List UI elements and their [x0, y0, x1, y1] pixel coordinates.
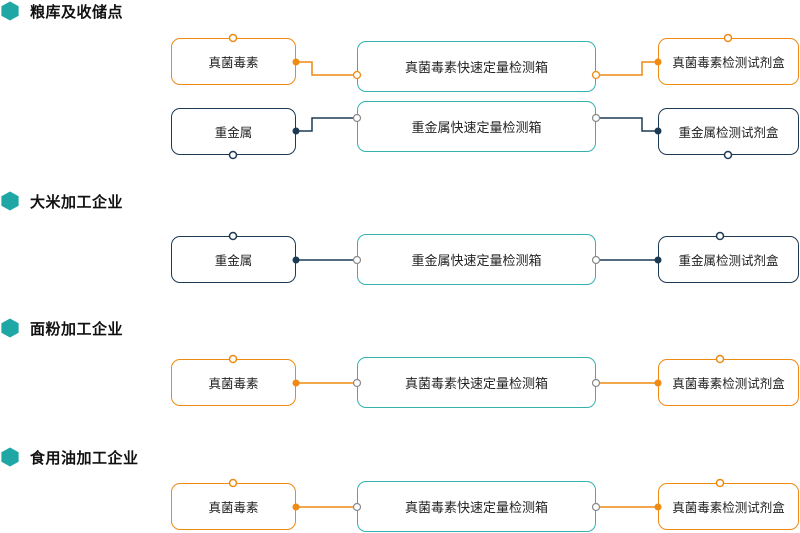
detection-box: 真菌毒素快速定量检测箱	[357, 41, 596, 92]
connector-line	[296, 117, 357, 132]
section-title-3: 食用油加工企业	[0, 446, 139, 468]
hazard-box: 重金属	[171, 236, 296, 283]
detection-box: 真菌毒素快速定量检测箱	[357, 481, 596, 532]
section-title-0: 粮库及收储点	[0, 0, 123, 22]
detection-box: 真菌毒素快速定量检测箱	[357, 357, 596, 408]
section-label: 食用油加工企业	[30, 448, 139, 467]
connector-line	[296, 61, 357, 76]
hazard-box: 真菌毒素	[171, 359, 296, 406]
detection-box: 重金属快速定量检测箱	[357, 234, 596, 285]
connector-line	[596, 61, 658, 76]
connector-line	[596, 117, 658, 132]
section-title-1: 大米加工企业	[0, 190, 123, 212]
reagent-kit-box: 重金属检测试剂盒	[658, 236, 799, 283]
reagent-kit-box: 重金属检测试剂盒	[658, 108, 799, 155]
hexagon-icon	[1, 318, 19, 338]
hexagon-icon	[1, 191, 19, 211]
reagent-kit-box: 真菌毒素检测试剂盒	[658, 38, 799, 85]
detection-box: 重金属快速定量检测箱	[357, 101, 596, 152]
section-label: 大米加工企业	[30, 192, 124, 211]
section-title-2: 面粉加工企业	[0, 317, 123, 339]
hazard-box: 真菌毒素	[171, 38, 296, 85]
reagent-kit-box: 真菌毒素检测试剂盒	[658, 359, 799, 406]
hexagon-icon	[1, 1, 19, 21]
section-label: 粮库及收储点	[30, 2, 124, 21]
section-label: 面粉加工企业	[30, 319, 124, 338]
hazard-box: 重金属	[171, 108, 296, 155]
reagent-kit-box: 真菌毒素检测试剂盒	[658, 483, 799, 530]
hazard-box: 真菌毒素	[171, 483, 296, 530]
hexagon-icon	[1, 447, 19, 467]
